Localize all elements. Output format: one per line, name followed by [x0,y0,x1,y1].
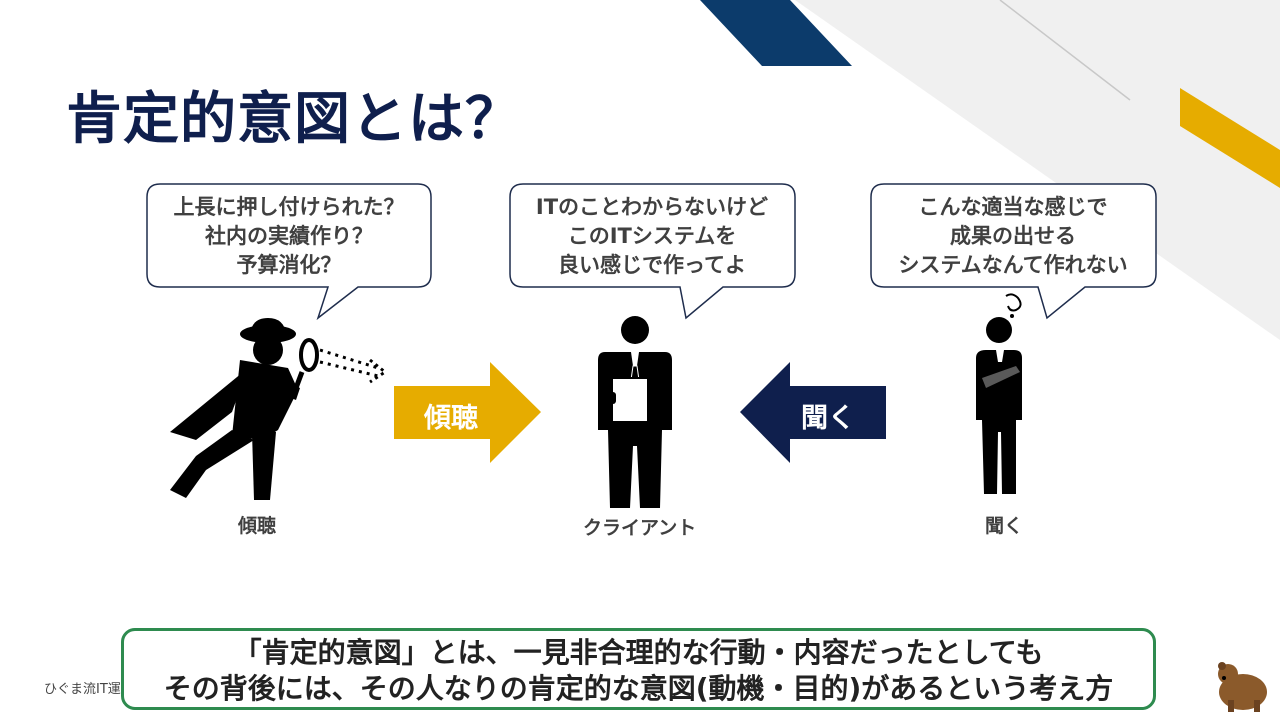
thin-diagonal-line [999,0,1131,101]
detective-label: 傾聴 [238,515,277,537]
bubble-center-line-3: 良い感じで作ってよ [558,253,746,277]
listener-label: 聞く [985,515,1024,537]
speech-bubble-left [146,183,432,321]
bubble-center-line-1: ITのことわからないけど [535,195,769,219]
summary-line-2: その背後には、その人なりの肯定的な意図(動機・目的)があるという考え方 [163,672,1114,705]
bear-logo-icon [1218,662,1267,712]
bubble-left-line-2: 社内の実績作り？ [205,224,373,248]
gray-stripe [795,0,1280,340]
bubble-right-line-3: システムなんて作れない [898,253,1128,277]
speech-bubble-right [870,183,1157,320]
bubble-text-left: 上長に押し付けられた？ 社内の実績作り？ 予算消化？ [146,193,432,280]
navy-stripe [700,0,852,66]
arrow-right-icon [394,362,541,463]
arrow-right-label: 傾聴 [424,403,478,434]
credit-text: ひぐま流IT運 [44,682,121,697]
client-label: クライアント [583,517,697,539]
client-figure-icon [598,316,672,508]
bubble-center-line-2: このITシステムを [567,224,737,248]
listener-figure-icon [976,293,1022,494]
gold-stripe [1180,88,1280,188]
bubble-left-line-3: 予算消化？ [236,253,342,277]
summary-box: 「肯定的意図」とは、一見非合理的な行動・内容だったとしても その背後には、その人… [121,628,1156,710]
bubble-right-line-1: こんな適当な感じで [918,195,1108,219]
bubble-left-line-1: 上長に押し付けられた？ [173,195,405,219]
arrow-left-icon [740,362,886,463]
arrow-left-label: 聞く [801,403,855,434]
bubble-right-line-2: 成果の出せる [950,224,1076,248]
page-title: 肯定的意図とは？ [66,87,522,152]
bubble-text-right: こんな適当な感じで 成果の出せる システムなんて作れない [870,193,1156,280]
bubble-text-center: ITのことわからないけど このITシステムを 良い感じで作ってよ [509,193,795,280]
summary-line-1: 「肯定的意図」とは、一見非合理的な行動・内容だったとしても [233,636,1044,669]
detective-figure-icon [170,318,388,500]
speech-bubble-center [509,183,796,320]
